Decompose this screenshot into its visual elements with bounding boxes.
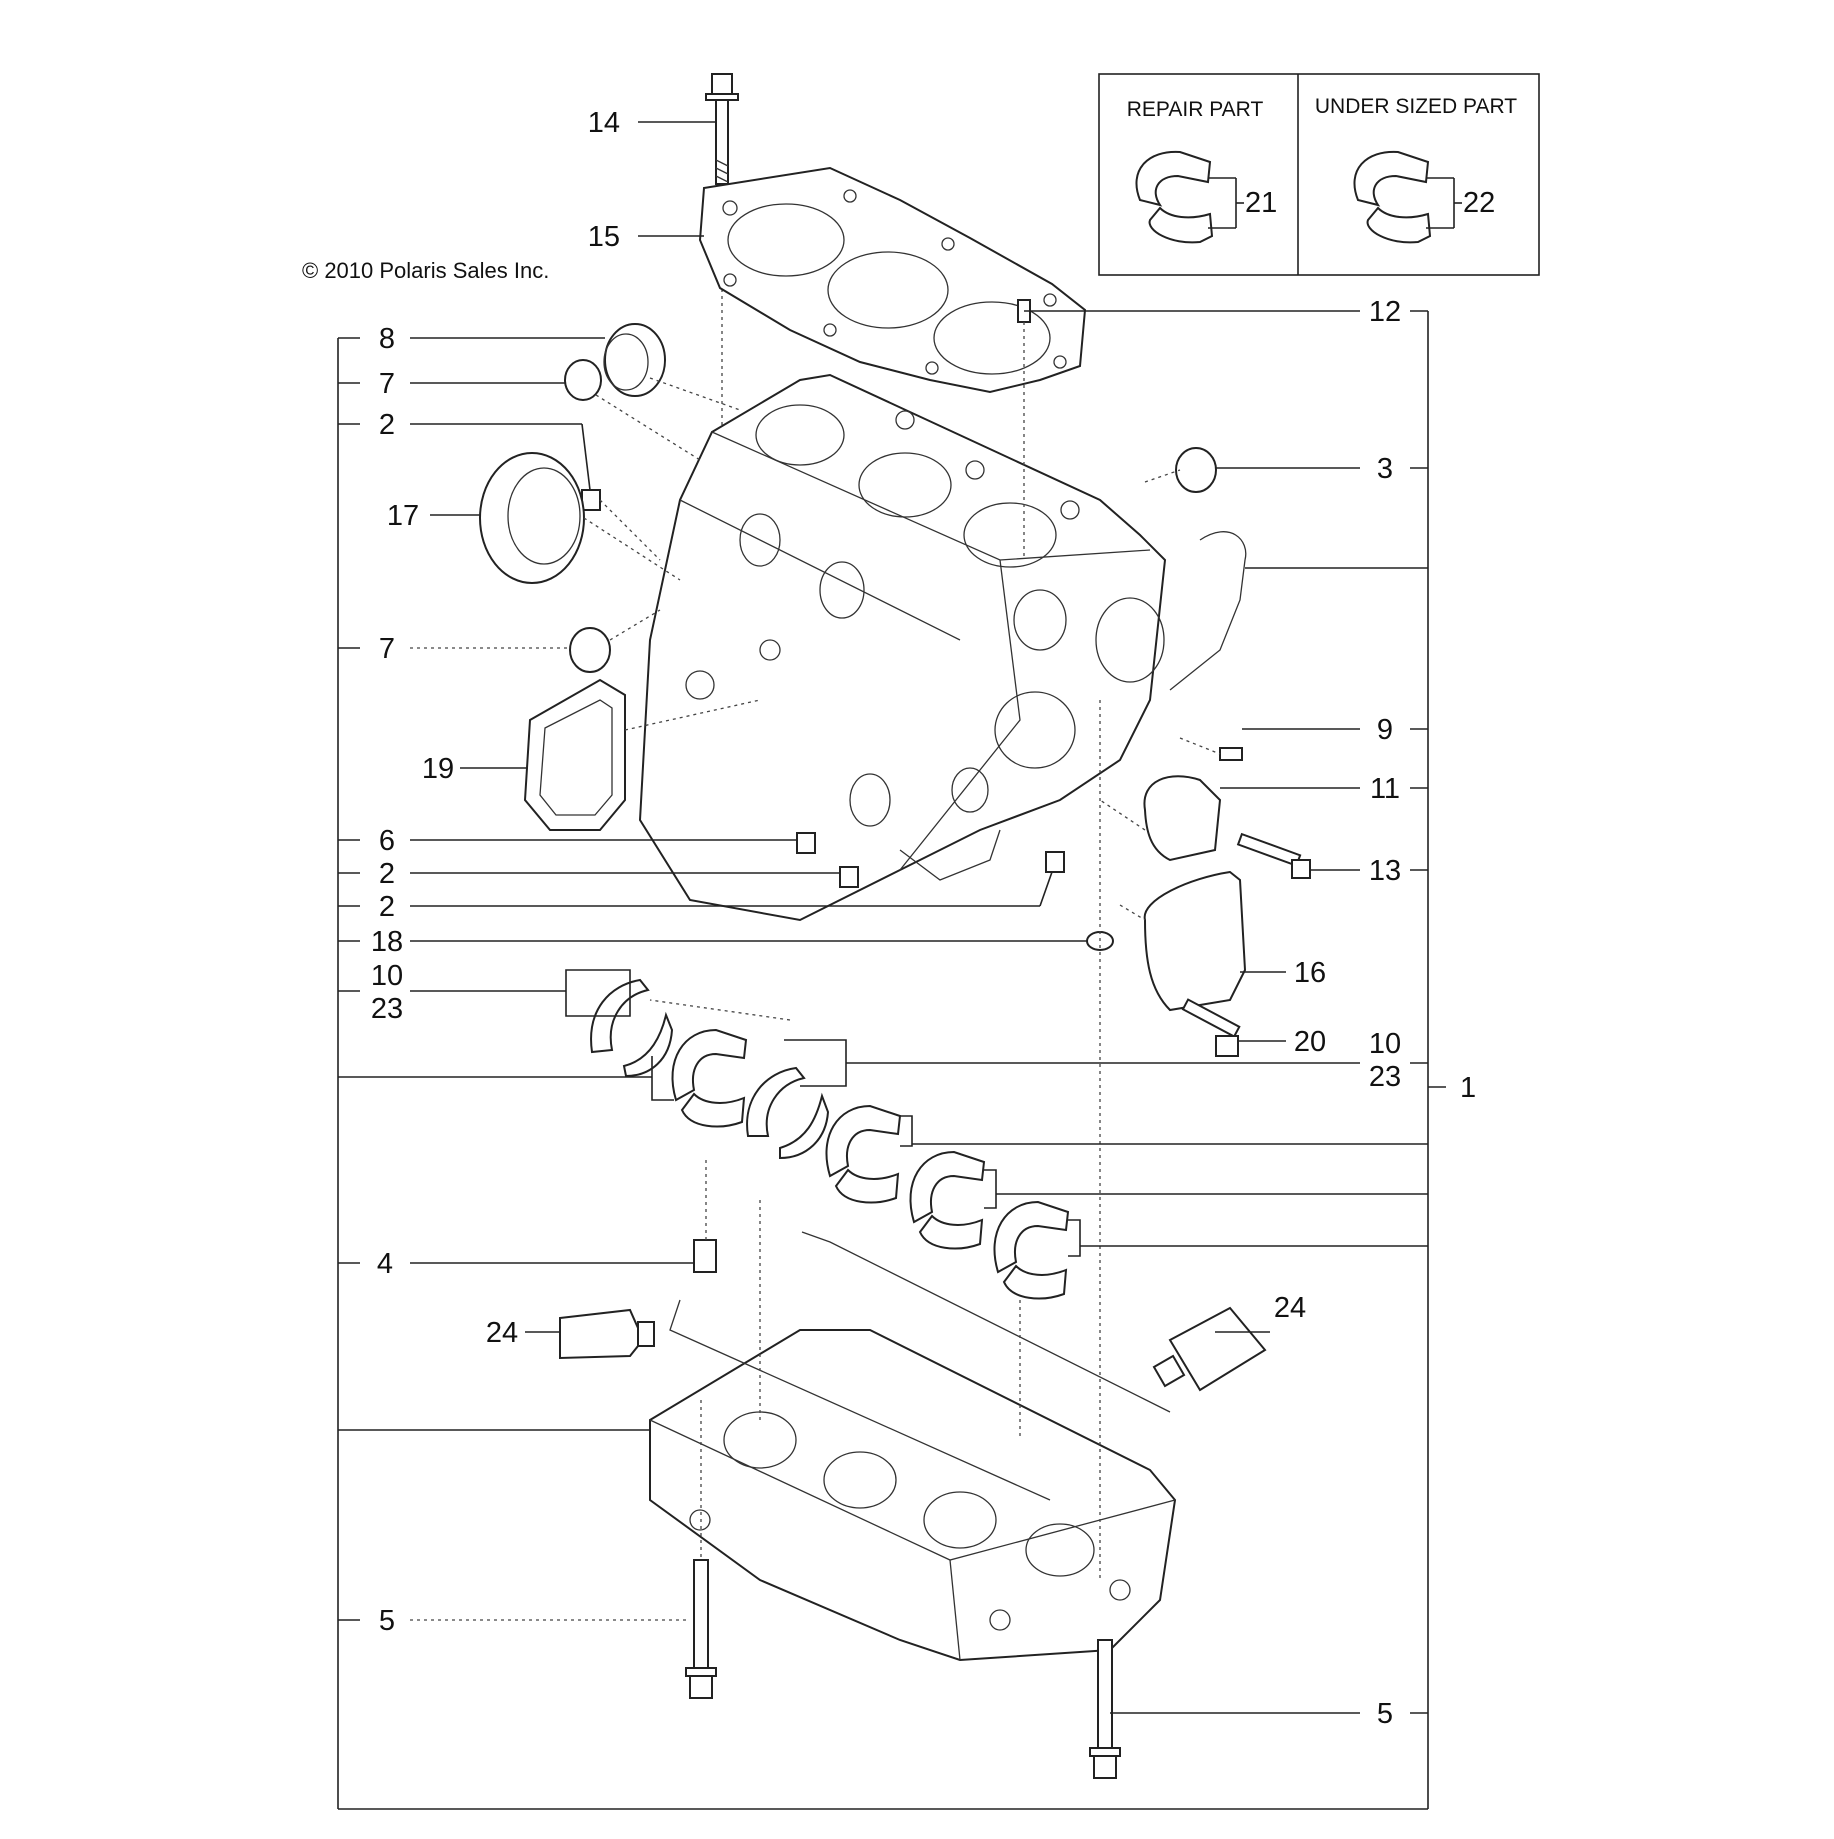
- case-bolt-5b: [1089, 1639, 1121, 1779]
- callout-3: 3: [1377, 453, 1393, 485]
- callout-24b: 24: [1274, 1292, 1306, 1324]
- callout-7a: 7: [379, 368, 395, 400]
- pin-9: [1219, 747, 1243, 761]
- head-bolt: [705, 73, 739, 185]
- callout-19: 19: [422, 753, 454, 785]
- repair-bearing-icon: [1135, 150, 1244, 244]
- thrust-washer-right: [746, 1066, 830, 1160]
- under-sized-part-label: UNDER SIZED PART: [1315, 95, 1517, 118]
- thrust-washer-left: [590, 978, 674, 1078]
- bond-tube-24b: [1152, 1306, 1267, 1392]
- cap-3: [1175, 447, 1217, 493]
- cover-gasket-19: [523, 678, 626, 831]
- crank-seal-17: [479, 452, 585, 584]
- callout-17: 17: [387, 500, 419, 532]
- callout-2a: 2: [379, 409, 395, 441]
- callout-18: 18: [371, 926, 403, 958]
- plug-7a: [564, 359, 602, 401]
- lower-crankcase: [649, 1329, 1177, 1662]
- head-gasket: [698, 166, 1087, 394]
- repair-part-label: REPAIR PART: [1127, 98, 1264, 121]
- oil-seal-cap-8: [603, 323, 666, 397]
- plug-2c: [1045, 851, 1065, 873]
- main-bearing-shell-1: [671, 1028, 748, 1128]
- under-sized-bearing-icon: [1353, 150, 1462, 244]
- callout-7b: 7: [379, 633, 395, 665]
- callouts: 14 15 8 7 2 17 7 19 6 2 2 18 10 23 4 24 …: [371, 107, 1476, 1730]
- left-leaders: [338, 337, 1087, 1621]
- callout-15: 15: [588, 221, 620, 253]
- cover-gasket-16: [1143, 870, 1247, 1012]
- main-bearing-shell-3: [909, 1150, 986, 1250]
- callout-20: 20: [1294, 1026, 1326, 1058]
- strainer-11: [1143, 775, 1222, 862]
- callout-14: 14: [588, 107, 620, 139]
- callout-24a: 24: [486, 1317, 518, 1349]
- right-bracket: [1427, 311, 1446, 1809]
- callout-1: 1: [1460, 1072, 1476, 1104]
- callout-8: 8: [379, 323, 395, 355]
- callout-22: 22: [1463, 187, 1495, 219]
- callout-16: 16: [1294, 957, 1326, 989]
- callout-2c: 2: [379, 891, 395, 923]
- callout-13: 13: [1369, 855, 1401, 887]
- callout-6: 6: [379, 825, 395, 857]
- assembly-dashes: [583, 377, 1221, 1440]
- callout-12: 12: [1369, 296, 1401, 328]
- callout-23b: 23: [1369, 1061, 1401, 1093]
- callout-10a: 10: [371, 960, 403, 992]
- callout-2b: 2: [379, 858, 395, 890]
- callout-10b: 10: [1369, 1028, 1401, 1060]
- cylinder-block: [638, 373, 1247, 922]
- inset-box: REPAIR PART UNDER SIZED PART 21 22: [1098, 73, 1540, 276]
- callout-11: 11: [1370, 773, 1400, 805]
- bolt-13: [1236, 832, 1311, 879]
- case-bolt-5a: [685, 1559, 717, 1699]
- callout-5b: 5: [1377, 1698, 1393, 1730]
- bond-tube-24a: [559, 1308, 655, 1360]
- copyright-text: © 2010 Polaris Sales Inc.: [302, 258, 549, 283]
- callout-23a: 23: [371, 993, 403, 1025]
- plug-2a: [581, 489, 601, 511]
- callout-21: 21: [1245, 187, 1277, 219]
- callout-5a: 5: [379, 1605, 395, 1637]
- dowel-4: [693, 1239, 717, 1273]
- callout-4: 4: [377, 1248, 393, 1280]
- main-bearing-shell-4: [993, 1200, 1070, 1300]
- plug-7b: [569, 627, 611, 673]
- right-leaders: [784, 310, 1428, 1714]
- plug-6: [796, 832, 816, 854]
- plug-2b: [839, 866, 859, 888]
- left-bracket: [337, 338, 1428, 1810]
- main-bearing-shell-2: [825, 1104, 902, 1204]
- callout-9: 9: [1377, 714, 1393, 746]
- bolt-20: [1181, 998, 1241, 1057]
